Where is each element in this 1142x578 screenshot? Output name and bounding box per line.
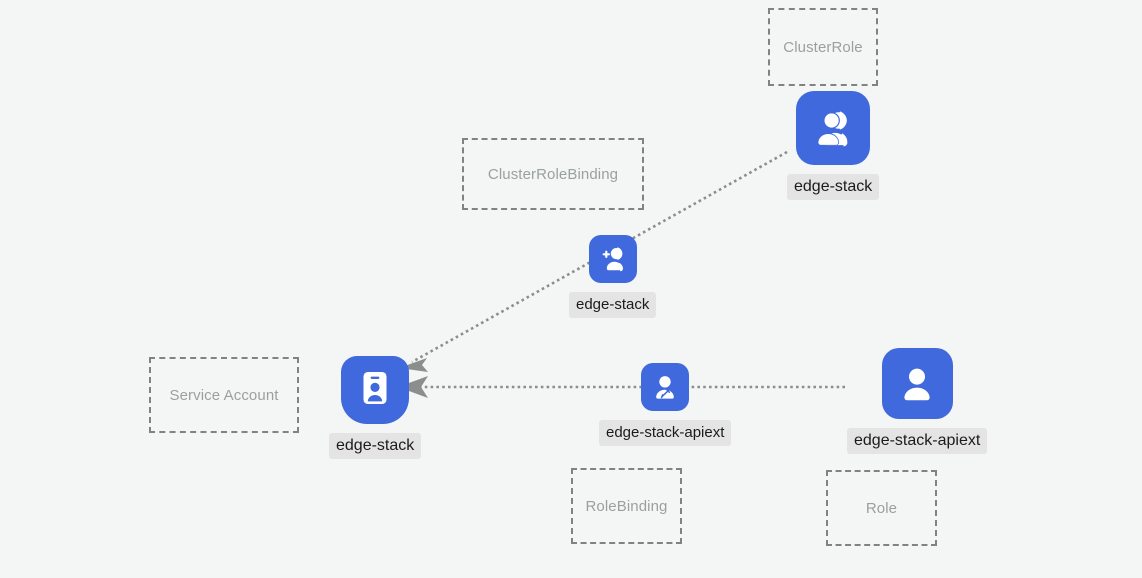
node-serviceaccount-edge-stack[interactable]: edge-stack [329, 356, 422, 459]
type-box-clusterrolebinding-label: ClusterRoleBinding [487, 165, 619, 183]
type-box-service-account-label: Service Account [169, 386, 279, 404]
node-rolebinding-edge-stack-apiext[interactable]: edge-stack-apiext [599, 363, 732, 446]
type-box-clusterrole: ClusterRole [768, 8, 878, 86]
node-role-edge-stack-apiext[interactable]: edge-stack-apiext [847, 348, 988, 454]
person-add-icon[interactable] [588, 235, 637, 283]
type-box-rolebinding-label: RoleBinding [585, 497, 668, 515]
node-clusterrole-edge-stack[interactable]: edge-stack [787, 91, 880, 200]
node-clusterrole-edge-stack-label: edge-stack [787, 174, 880, 200]
type-box-role: Role [826, 470, 937, 546]
person-icon[interactable] [881, 348, 953, 419]
person-edit-icon[interactable] [641, 363, 690, 411]
node-clusterrolebinding-edge-stack-label: edge-stack [569, 292, 657, 318]
node-serviceaccount-edge-stack-label: edge-stack [329, 433, 422, 459]
type-box-clusterrolebinding: ClusterRoleBinding [462, 138, 644, 210]
node-role-edge-stack-apiext-label: edge-stack-apiext [847, 428, 988, 454]
id-badge-icon[interactable] [341, 356, 410, 424]
type-box-service-account: Service Account [149, 357, 299, 433]
type-box-role-label: Role [865, 499, 898, 517]
users-stacked-icon[interactable] [796, 91, 871, 165]
type-box-clusterrole-label: ClusterRole [783, 38, 863, 56]
type-box-rolebinding: RoleBinding [571, 468, 682, 544]
node-rolebinding-edge-stack-apiext-label: edge-stack-apiext [599, 420, 732, 446]
node-clusterrolebinding-edge-stack[interactable]: edge-stack [569, 235, 657, 318]
